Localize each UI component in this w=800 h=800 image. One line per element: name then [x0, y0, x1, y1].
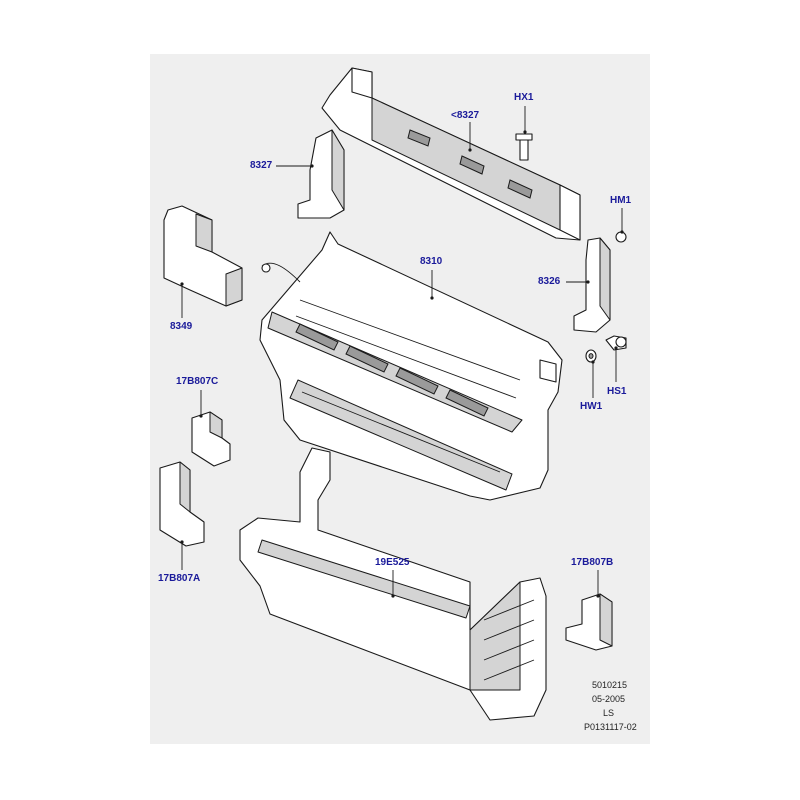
- air-deflector-8349-part: [163, 205, 243, 307]
- callout-8326: 8326: [538, 276, 561, 287]
- callout-hw1: HW1: [580, 401, 603, 412]
- callout-17b807b: 17B807B: [571, 557, 614, 568]
- drawing-date: 05-2005: [592, 694, 626, 704]
- leader-lines: [180, 106, 624, 598]
- callout-hm1: HM1: [610, 195, 632, 206]
- callout-8327-top: <8327: [451, 110, 480, 121]
- callout-17b807a: 17B807A: [158, 573, 201, 584]
- bolt-hx1-part: [515, 133, 533, 161]
- callout-hx1: HX1: [514, 92, 534, 103]
- callout-8310: 8310: [420, 256, 443, 267]
- block-17b807b-part: [565, 593, 613, 651]
- callout-19e525: 19E525: [375, 557, 410, 568]
- side-bracket-8327-part: [297, 129, 345, 219]
- callout-8349: 8349: [170, 321, 193, 332]
- nut-hm1-part: [615, 231, 627, 243]
- callout-17b807c: 17B807C: [176, 376, 219, 387]
- drawing-reference: P0131117-02: [584, 722, 637, 732]
- block-17b807a-part: [159, 461, 205, 547]
- screw-hs1-part: [605, 335, 627, 351]
- drawing-model-code: LS: [603, 708, 615, 718]
- air-deflector-assembly-8310-part: [259, 231, 563, 501]
- washer-hw1-part: [585, 349, 597, 363]
- side-bracket-8326-part: [573, 237, 611, 333]
- drawing-number: 5010215: [592, 680, 628, 690]
- upper-crossmember-part: [321, 67, 581, 241]
- block-17b807c-part: [191, 411, 231, 467]
- callout-hs1: HS1: [607, 386, 627, 397]
- callout-8327: 8327: [250, 160, 273, 171]
